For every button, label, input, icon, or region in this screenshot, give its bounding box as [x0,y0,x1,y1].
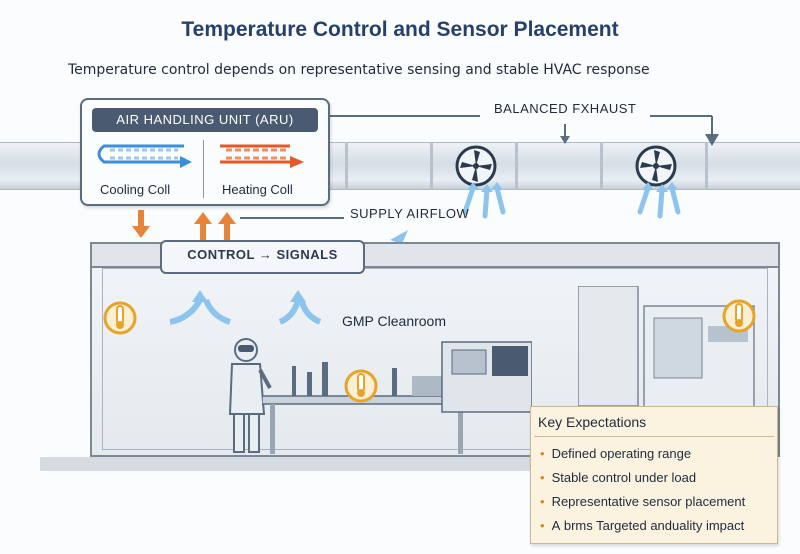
key-item: •Stable control under load [540,470,697,485]
heating-coil-label: Heating Coll [222,182,293,197]
ahu-divider [203,140,204,198]
supply-airflow-label: SUPPLY AIRFLOW [350,206,470,221]
technician-icon [228,338,272,453]
key-item: •Defined operating range [540,446,692,461]
temperature-sensor-icon [722,299,756,333]
duct-seam [430,142,433,190]
exhaust-label: BALANCED FXHAUST [494,101,637,116]
supply-line [240,217,408,244]
temperature-sensor-icon [103,301,137,335]
airflow-arrow-icon [169,290,322,325]
duct-seam [600,142,603,190]
duct-seam [345,142,348,190]
duct-seam [705,142,708,190]
page-subtitle: Temperature control depends on represent… [68,62,650,78]
airflow-arrow-icon [132,210,236,242]
heating-coil-icon [220,144,304,168]
temperature-sensor-icon [344,369,378,403]
airflow-arrow-icon [462,182,506,219]
duct-seam [515,142,518,190]
fan-icon [455,145,497,187]
cooling-coil-icon [97,144,192,168]
ahu-label: AIR HANDLING UNIT (ARU) [92,108,318,132]
control-signals-label: CONTROL → SIGNALS [187,247,338,262]
key-expectations-title: Key Expectations [538,414,647,430]
floor [40,457,560,471]
key-item: •A brms Targeted anduality impact [540,518,745,533]
airflow-arrow-icon [637,182,681,219]
key-divider [534,436,774,437]
key-item: •Representative sensor placement [540,494,746,509]
exhaust-line [330,115,719,146]
key-expectations-panel [530,406,778,544]
cleanroom-label: GMP Cleanroom [342,313,447,329]
page-title: Temperature Control and Sensor Placement [181,18,619,41]
lab-bench [262,341,532,454]
cooling-coil-label: Cooling Coll [100,182,171,197]
fan-icon [635,145,677,187]
cleanroom-wall [102,268,768,450]
control-signals-box [160,240,365,274]
